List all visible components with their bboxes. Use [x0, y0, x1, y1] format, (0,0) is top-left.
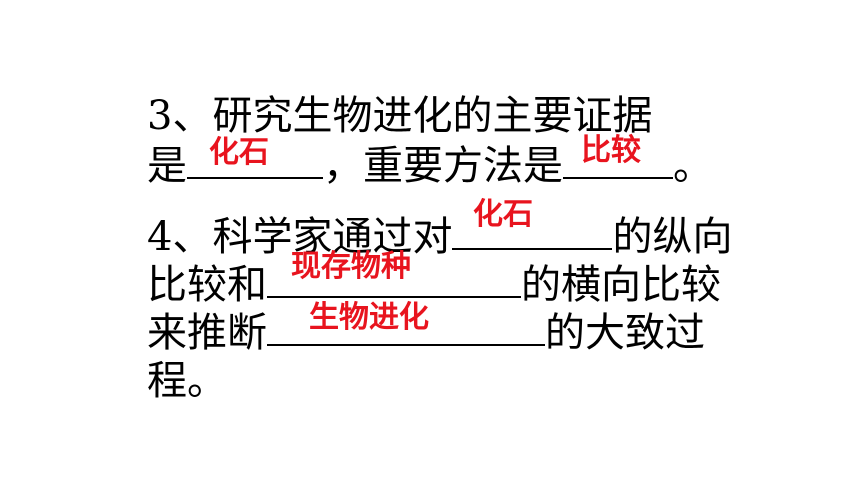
q4-line-2: 比较和 的横向比较 [147, 261, 721, 309]
q4-line-2-end: 的横向比较 [521, 262, 721, 308]
q4-line-3-end: 的大致过 [545, 310, 705, 356]
q3-line-1: 3、研究生物进化的主要证据 [147, 92, 652, 140]
q4-blank-3[interactable] [267, 310, 545, 346]
q3-blank-1[interactable] [187, 143, 323, 179]
q4-line-3: 来推断 的大致过 [147, 309, 705, 357]
q3-line-2-end: 。 [673, 143, 713, 189]
q4-answer-3: 生物进化 [309, 300, 429, 335]
q4-answer-1: 化石 [473, 197, 533, 232]
q3-answer-2: 比较 [581, 133, 641, 168]
q4-line-4: 程。 [147, 357, 227, 405]
q4-line-1-end: 的纵向 [612, 214, 733, 260]
q4-line-3-start: 来推断 [147, 310, 267, 356]
q4-blank-2[interactable] [267, 262, 521, 298]
q4-line-1-start: 4、科学家通过对 [147, 214, 453, 260]
q4-line-1: 4、科学家通过对 的纵向 [147, 213, 732, 261]
q4-answer-2: 现存物种 [291, 249, 411, 284]
q3-line-2: 是 ，重要方法是 。 [147, 142, 713, 190]
q3-line-2-start: 是 [147, 143, 187, 189]
q3-line-2-mid: ，重要方法是 [323, 143, 563, 189]
q4-blank-1[interactable] [452, 214, 613, 250]
q3-line-1-text: 3、研究生物进化的主要证据 [147, 93, 653, 139]
q3-answer-1: 化石 [209, 135, 269, 170]
q4-line-4-text: 程。 [147, 358, 227, 404]
q4-line-2-start: 比较和 [147, 262, 267, 308]
q3-blank-2[interactable] [563, 143, 673, 179]
